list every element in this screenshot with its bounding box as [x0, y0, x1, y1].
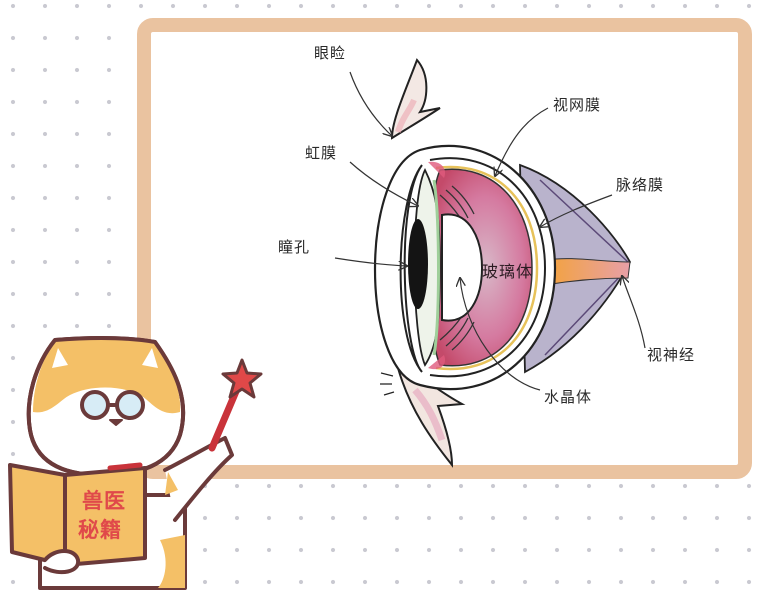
upper-eyelid — [390, 58, 441, 140]
label-choroid: 脉络膜 — [616, 176, 665, 194]
label-iris: 虹膜 — [305, 144, 338, 162]
label-pupil: 瞳孔 — [278, 238, 311, 256]
lens — [441, 213, 484, 322]
cornea — [399, 164, 423, 373]
pupil — [408, 219, 428, 309]
book-title-line1: 兽医 — [82, 489, 126, 513]
book-title-line2: 秘籍 — [78, 518, 122, 542]
label-eyelid: 眼睑 — [314, 44, 347, 62]
optic-nerve-muscles — [519, 163, 632, 374]
label-lens: 水晶体 — [544, 388, 593, 406]
label-optic-nerve: 视神经 — [647, 346, 696, 364]
cat-mascot — [8, 336, 263, 590]
label-arrows — [334, 71, 646, 391]
label-vitreous-body: 玻璃体 — [482, 262, 534, 281]
label-retina: 视网膜 — [553, 96, 602, 114]
choroid — [429, 157, 547, 378]
